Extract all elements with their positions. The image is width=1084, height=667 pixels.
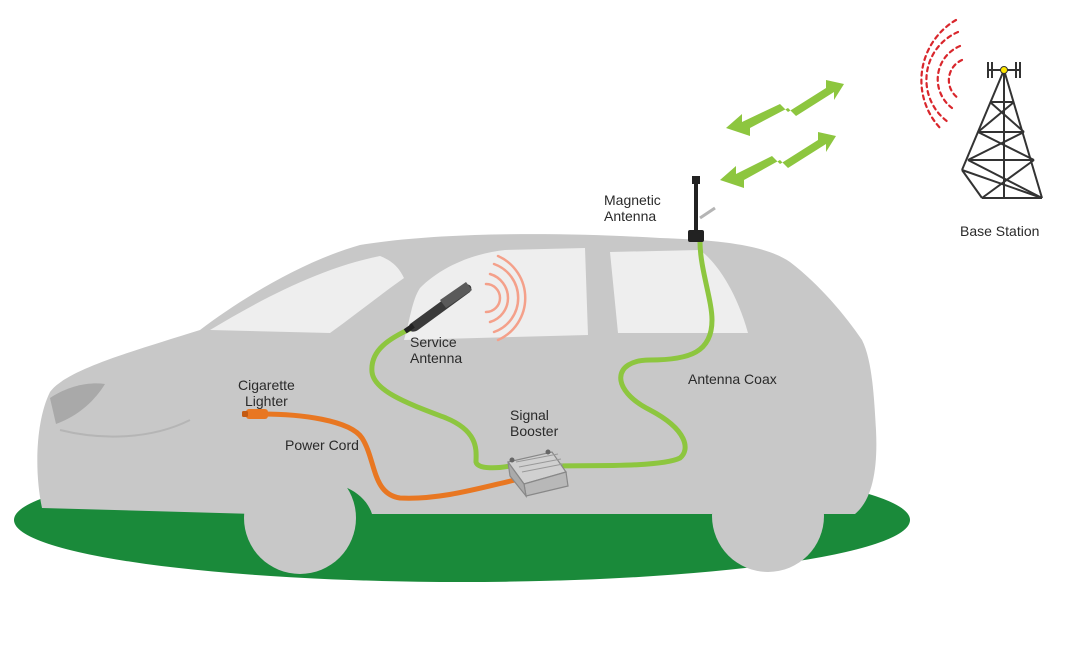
service-antenna-waves <box>484 254 527 342</box>
front-bumper <box>59 419 191 438</box>
headlight <box>50 383 105 424</box>
cigarette-lighter-plug <box>242 409 268 419</box>
label-antenna-coax: Antenna Coax <box>688 371 777 387</box>
signal-arrow-lower <box>720 132 836 188</box>
signal-arrow-upper <box>726 80 844 136</box>
base-station-waves <box>920 18 964 132</box>
front-side-window <box>404 248 588 340</box>
antenna-coax-cable <box>552 239 715 469</box>
signal-booster-device <box>506 449 569 499</box>
front-wheel <box>244 462 356 574</box>
label-service-antenna: Service Antenna <box>410 334 463 366</box>
rear-wheel <box>712 460 824 572</box>
base-station-tower <box>961 62 1043 199</box>
label-signal-booster: Signal Booster <box>510 407 559 439</box>
windshield <box>210 256 404 333</box>
label-base-station: Base Station <box>960 223 1040 239</box>
service-antenna-device <box>403 282 472 334</box>
magnetic-antenna-device <box>688 176 704 242</box>
power-cord-cable <box>259 411 518 501</box>
label-power-cord: Power Cord <box>285 437 359 453</box>
label-cigarette-lighter: Cigarette Lighter <box>238 377 295 409</box>
roof-rack <box>699 206 716 220</box>
service-antenna-cable <box>369 325 513 471</box>
tower-beacon-light <box>1000 66 1008 74</box>
label-magnetic-antenna: Magnetic Antenna <box>604 192 661 224</box>
